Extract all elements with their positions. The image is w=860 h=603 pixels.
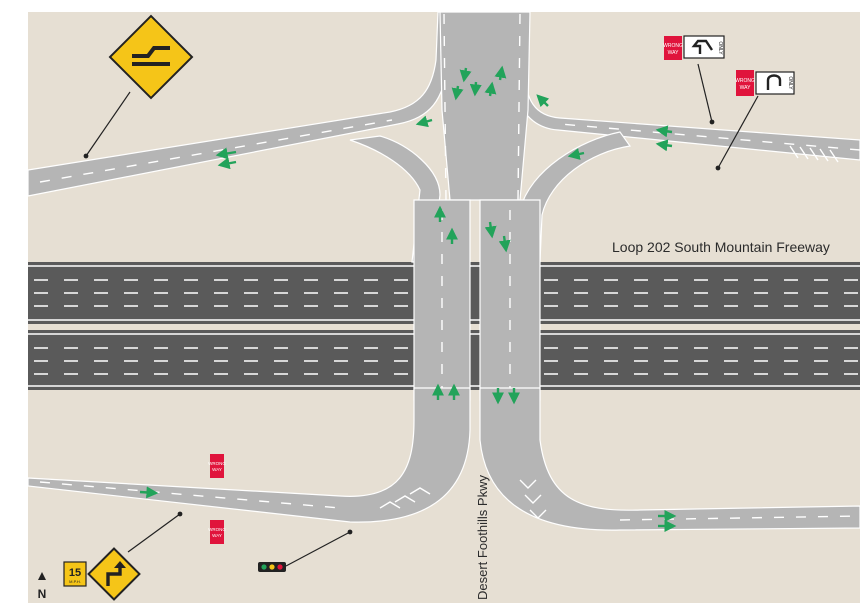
u-turn-only-sign: [755, 71, 795, 95]
only-text: ONLY: [717, 41, 723, 55]
north-label: N: [38, 587, 47, 601]
wrong-way-text-4: WAY: [740, 85, 751, 91]
wrong-way-sign-lower: WRONG WAY: [208, 520, 226, 544]
speed-plaque: [63, 561, 87, 587]
north-arrow-icon: N: [38, 572, 47, 601]
left-turn-only-sign-assembly: WRONG WAY ONLY: [663, 35, 725, 125]
u-turn-arrow-icon: [766, 74, 782, 90]
speed-unit: M.P.H.: [69, 579, 81, 584]
north-street: [439, 11, 531, 201]
street-label: Desert Foothills Pkwy: [475, 475, 490, 600]
only-text-2: ONLY: [787, 76, 793, 90]
traffic-signal-icon: [258, 529, 353, 572]
wrong-way-text-3: WRONG: [735, 78, 755, 84]
southwest-ramp: [27, 387, 471, 523]
left-turn-arrow-icon: [691, 39, 713, 54]
svg-text:WRONG: WRONG: [208, 527, 226, 532]
wrong-way-text-2: WAY: [668, 50, 679, 56]
gore-chevrons: [379, 145, 839, 519]
speed-value: 15: [69, 567, 81, 579]
turn-arrow-icon: [106, 568, 122, 586]
svg-text:WAY: WAY: [212, 467, 222, 472]
svg-text:WRONG: WRONG: [208, 461, 226, 466]
freeway-label: Loop 202 South Mountain Freeway: [612, 239, 830, 255]
wrong-way-sign-upper: WRONG WAY: [208, 454, 226, 478]
left-turn-only-sign: [683, 35, 725, 59]
wrong-way-text: WRONG: [663, 43, 683, 49]
surface-roads: [27, 11, 860, 531]
turn-warning-sign: 15 M.P.H.: [63, 511, 183, 601]
lane-shift-warning-sign: [83, 14, 194, 159]
svg-text:WAY: WAY: [212, 533, 222, 538]
direction-arrows: [139, 65, 677, 532]
u-turn-only-sign-assembly: WRONG WAY ONLY: [715, 70, 795, 171]
